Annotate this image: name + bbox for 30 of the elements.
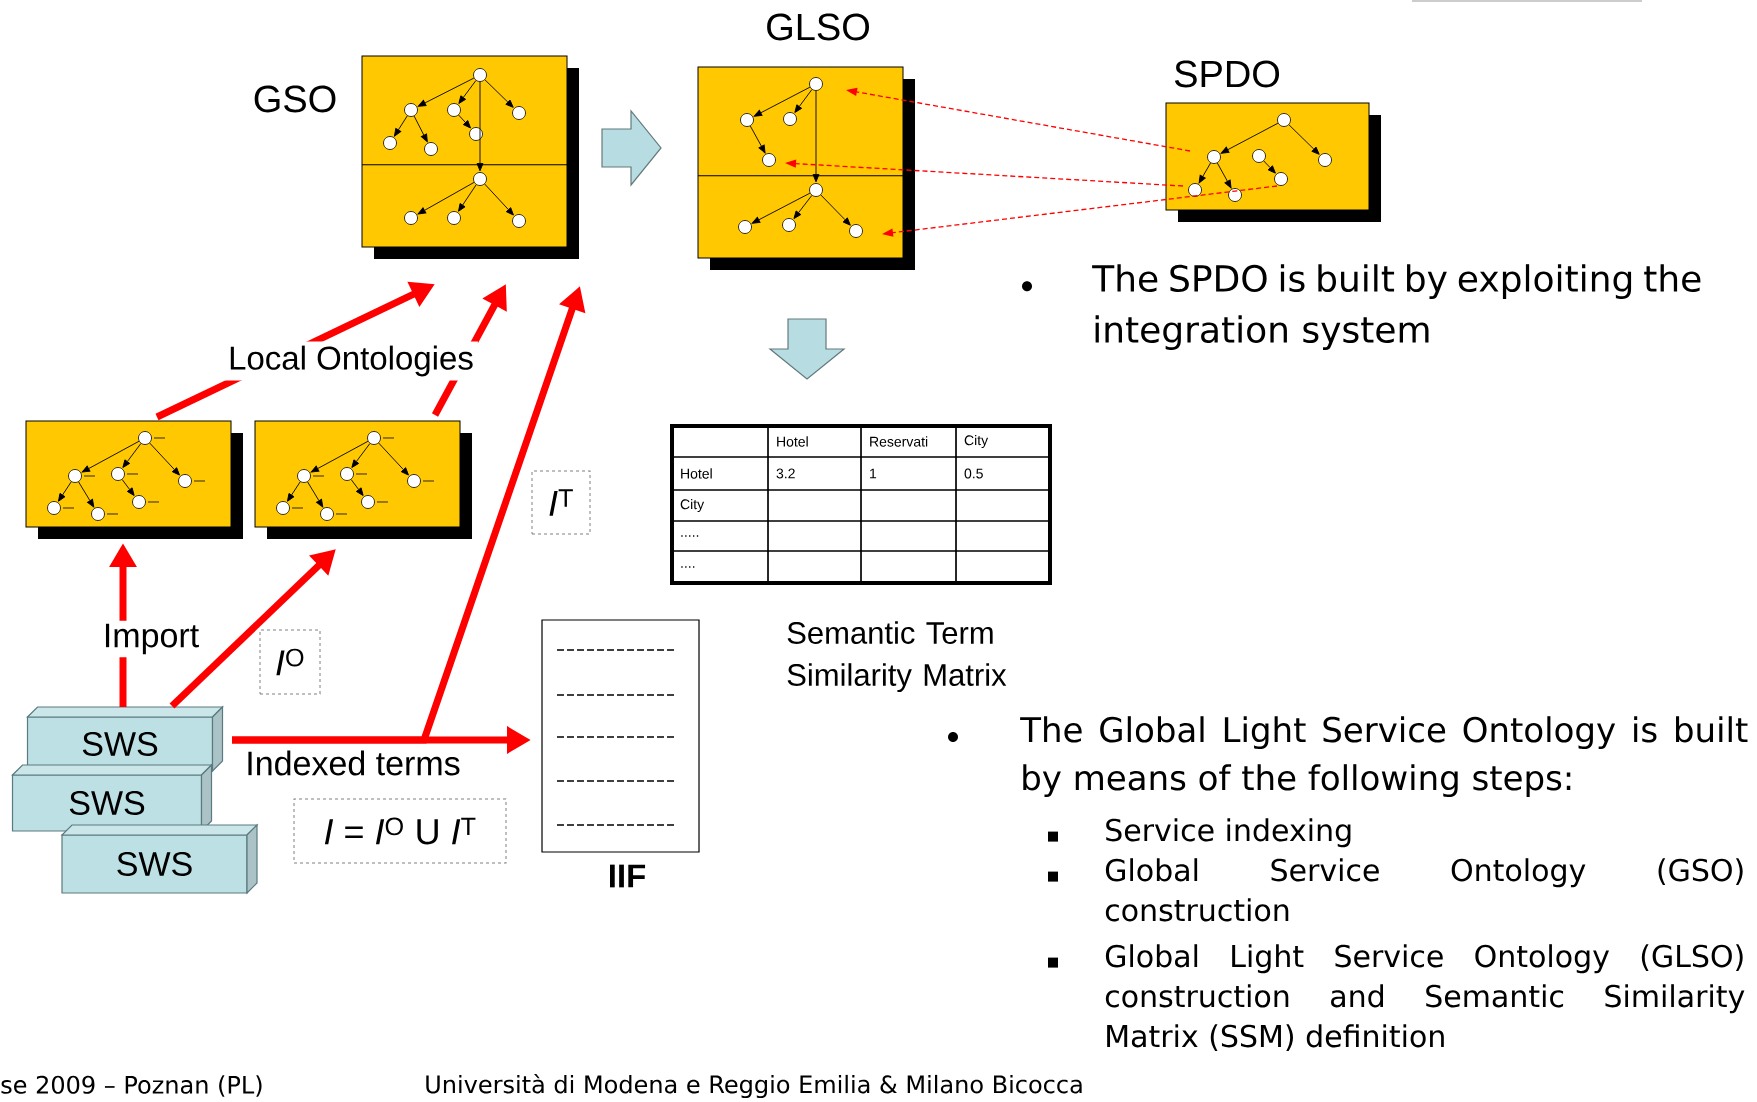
block-arrow <box>601 109 662 187</box>
block-arrow <box>768 318 846 380</box>
footer-text: Università di Modena e Reggio Emilia & Milano Bicocca <box>426 1073 1082 1099</box>
bullet-text: Global Light Service Ontology (GLSO) construction and Semantic Similarity Matrix (SSM) definition <box>1105 944 1745 1051</box>
bullet-text: The SPDO is built by exploiting the integration system <box>1092 264 1701 351</box>
edge-label: Indexed terms <box>248 750 460 776</box>
bullet-text: Global Service Ontology (GSO) construction <box>1105 858 1743 922</box>
dashed-box: I$^{O}$ <box>259 629 321 695</box>
edge-label: Import <box>99 620 203 658</box>
table-cell: 0.5 <box>955 456 1051 491</box>
document-title: IIF <box>609 864 646 888</box>
table-cell: Reservati <box>860 425 957 458</box>
table-cell: City <box>671 489 769 522</box>
table-cell: .... <box>671 550 769 584</box>
table-cell: City <box>955 425 1051 458</box>
table-cell: 3.2 <box>767 456 862 491</box>
table-cell: Hotel <box>671 456 769 491</box>
bullet-text: The Global Light Service Ontology is built by means of the following steps: <box>1020 716 1748 798</box>
dashed-box: I$^{T}$ <box>531 470 591 535</box>
table-cell: Hotel <box>767 425 862 458</box>
group-label: Local Ontologies <box>224 341 478 381</box>
box-title: GSO <box>254 85 336 113</box>
footer-text: se 2009 – Poznan (PL) <box>1 1075 262 1097</box>
box-title: GLSO <box>767 13 869 41</box>
table-caption: Semantic Term Similarity Matrix <box>787 621 1007 693</box>
box-title: SPDO <box>1174 60 1280 88</box>
dashed-box: I = I$^{O}$ U I$^{T}$ <box>293 798 507 864</box>
table-cell: ..... <box>671 520 769 552</box>
bullet-text: Service indexing <box>1106 818 1351 848</box>
table-cell: 1 <box>860 456 957 491</box>
